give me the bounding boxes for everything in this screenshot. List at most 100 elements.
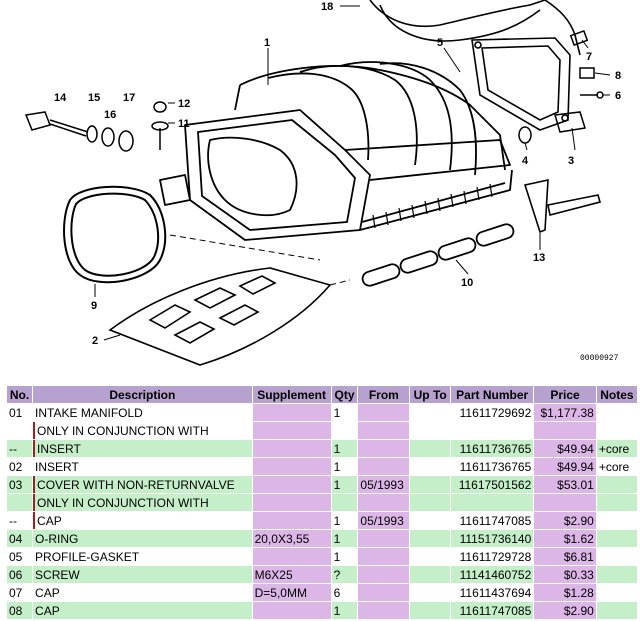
cell-up-to — [410, 512, 451, 529]
cell-no: -- — [7, 512, 33, 529]
cell-from — [358, 584, 410, 601]
cell-supplement — [252, 458, 331, 475]
header-description: Description — [33, 386, 252, 403]
header-notes: Notes — [596, 386, 637, 403]
cell-up-to — [410, 494, 451, 511]
cell-description: CAP — [33, 602, 252, 619]
callout-14: 14 — [54, 92, 67, 104]
cell-price: $49.94 — [534, 440, 596, 457]
cell-description: CAP — [33, 584, 252, 601]
cell-part-number: 11141460752 — [451, 566, 534, 583]
cell-from — [358, 494, 410, 511]
cell-supplement — [252, 512, 331, 529]
cell-no: 04 — [7, 530, 33, 547]
cell-from: 05/1993 — [358, 512, 410, 529]
profile-gasket-part — [361, 223, 515, 287]
cell-description: ONLY IN CONJUNCTION WITH — [33, 422, 252, 439]
cell-notes — [596, 422, 637, 439]
cell-up-to — [410, 602, 451, 619]
cell-supplement — [252, 476, 331, 493]
callout-5: 5 — [437, 37, 443, 49]
cell-description: INSERT — [33, 458, 252, 475]
cell-notes — [596, 566, 637, 583]
cell-up-to — [410, 458, 451, 475]
cell-qty: 1 — [331, 404, 358, 421]
cell-part-number: 11617501562 — [451, 476, 534, 493]
cell-up-to — [410, 584, 451, 601]
cell-part-number: 11611729728 — [451, 548, 534, 565]
callout-10: 10 — [461, 277, 473, 289]
cell-part-number: 11151736140 — [451, 530, 534, 547]
manifold-ribs — [372, 183, 493, 229]
cell-price: $49.94 — [534, 458, 596, 475]
callout-4: 4 — [522, 155, 529, 167]
header-up-to: Up To — [410, 386, 451, 403]
cell-qty: 1 — [331, 440, 358, 457]
cell-price — [534, 494, 596, 511]
cell-supplement — [252, 404, 331, 421]
cell-up-to — [410, 566, 451, 583]
valve-parts — [518, 29, 604, 144]
cell-supplement: D=5,0MM — [252, 584, 331, 601]
callout-17: 17 — [123, 92, 135, 104]
cell-notes — [596, 476, 637, 493]
leader-lines — [94, 5, 611, 341]
cell-no: 07 — [7, 584, 33, 601]
callout-15: 15 — [88, 92, 100, 104]
cell-supplement: M6X25 — [252, 566, 331, 583]
cell-no: 08 — [7, 602, 33, 619]
cell-part-number: 11611729692 — [451, 404, 534, 421]
callout-6: 6 — [615, 90, 621, 102]
cell-from — [358, 530, 410, 547]
cell-price: $2.90 — [534, 602, 596, 619]
cell-no: -- — [7, 440, 33, 457]
cell-qty: 1 — [331, 458, 358, 475]
cell-notes — [596, 512, 637, 529]
cell-part-number — [451, 494, 534, 511]
cell-no: 01 — [7, 404, 33, 421]
insert-part — [108, 267, 332, 366]
cell-price — [534, 422, 596, 439]
cell-qty — [331, 422, 358, 439]
cell-description: COVER WITH NON-RETURNVALVE — [33, 476, 252, 493]
cell-qty: 6 — [331, 584, 358, 601]
callout-9: 9 — [91, 300, 97, 312]
cell-from: 05/1993 — [358, 476, 410, 493]
cell-up-to — [410, 404, 451, 421]
header-supplement: Supplement — [252, 386, 331, 403]
callout-numbers: 18 1 5 7 8 6 12 11 14 15 16 17 4 3 13 10… — [54, 1, 621, 347]
cell-qty: 1 — [331, 602, 358, 619]
cell-from — [358, 440, 410, 457]
cell-from — [358, 458, 410, 475]
cell-price: $1.28 — [534, 584, 596, 601]
cell-description: ONLY IN CONJUNCTION WITH — [33, 494, 252, 511]
cell-notes: +core — [596, 458, 637, 475]
cell-from — [358, 566, 410, 583]
cell-up-to — [410, 440, 451, 457]
cell-supplement — [252, 440, 331, 457]
cell-description: INTAKE MANIFOLD — [33, 404, 252, 421]
cell-from — [358, 602, 410, 619]
cell-no — [7, 422, 33, 439]
callout-18: 18 — [321, 1, 333, 13]
cell-notes — [596, 530, 637, 547]
cell-notes — [596, 602, 637, 619]
cell-notes — [596, 584, 637, 601]
cell-up-to — [410, 530, 451, 547]
cell-notes — [596, 494, 637, 511]
cell-description: CAP — [33, 512, 252, 529]
cell-up-to — [410, 422, 451, 439]
cell-price: $1.62 — [534, 530, 596, 547]
engine-block — [369, 0, 581, 56]
cell-qty: ? — [331, 566, 358, 583]
cell-part-number: 11611747085 — [451, 512, 534, 529]
cell-supplement — [252, 494, 331, 511]
cover-part — [471, 37, 571, 131]
cell-price: $53.01 — [534, 476, 596, 493]
cell-supplement — [252, 422, 331, 439]
cell-no: 05 — [7, 548, 33, 565]
